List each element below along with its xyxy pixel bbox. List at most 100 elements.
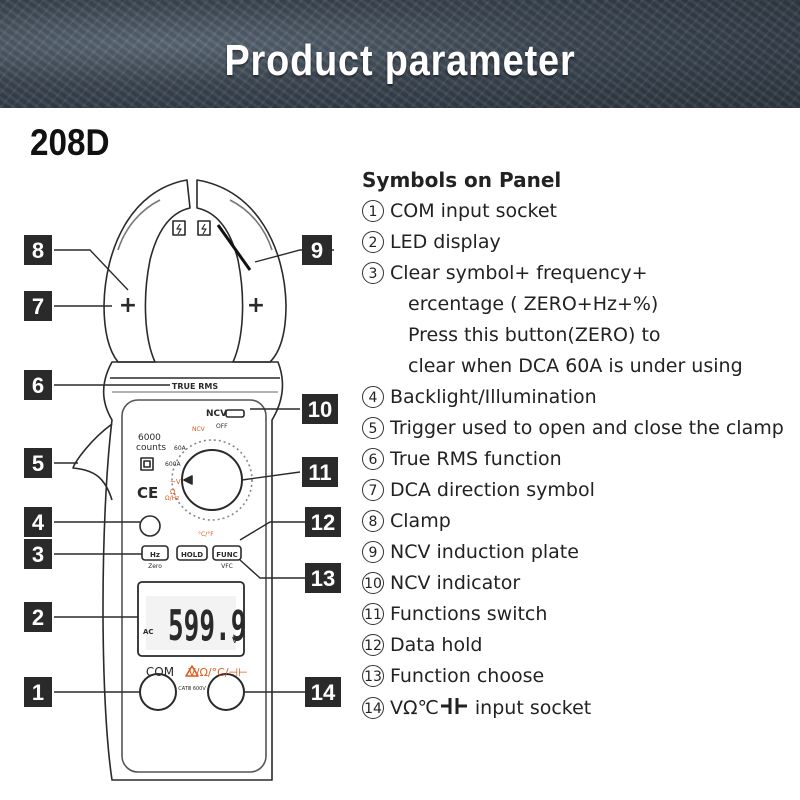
callout-2: 2: [24, 602, 52, 632]
legend-title: Symbols on Panel: [362, 168, 562, 192]
item-text: Backlight/Illumination: [390, 386, 597, 408]
callout-label: 6: [32, 373, 44, 398]
legend-item: 14 VΩ℃ input socket: [362, 696, 591, 719]
legend-item: 10 NCV indicator: [362, 572, 520, 594]
hz-button-label: Hz: [150, 551, 160, 559]
item-number: 8: [362, 510, 384, 532]
callout-12: 12: [305, 507, 341, 537]
banner-title: Product parameter: [224, 36, 576, 85]
item-text: VΩ℃: [390, 697, 439, 719]
callout-11: 11: [302, 457, 338, 487]
item-text: LED display: [390, 231, 501, 253]
item-number: 2: [362, 231, 384, 253]
item-suffix: input socket: [474, 697, 592, 719]
item-number: 10: [362, 572, 384, 594]
item-number: 6: [362, 448, 384, 470]
item-number: 1: [362, 200, 384, 222]
com-socket: [139, 673, 177, 711]
item-text: True RMS function: [390, 448, 562, 470]
com-label: COM: [146, 665, 174, 679]
item-text: Clamp: [390, 510, 451, 532]
backlight-button: [139, 515, 161, 537]
dca-plus-mark: +: [119, 293, 137, 318]
callout-label: 5: [32, 451, 44, 476]
cat-label: CATⅢ 600V: [178, 686, 206, 692]
trigger: [72, 423, 113, 501]
header-banner: Product parameter: [0, 0, 800, 108]
callout-label: 12: [311, 510, 335, 535]
legend-item: 2 LED display: [362, 231, 501, 253]
callout-label: 14: [311, 680, 336, 705]
dial-label-ohm: Ω: [170, 488, 176, 496]
legend-continuation: ercentage ( ZERO+Hz+%): [408, 293, 659, 315]
dial-label-off: OFF: [216, 423, 228, 430]
capacitor-icon: [440, 698, 467, 714]
counts-value: 6000: [138, 433, 161, 443]
callout-label: 11: [308, 460, 331, 485]
true-rms-label: TRUE RMS: [172, 382, 218, 391]
legend-item: 11 Functions switch: [362, 603, 547, 625]
callout-5: 5: [24, 448, 52, 478]
dial-label-60a: 60A: [174, 445, 187, 452]
callout-4: 4: [24, 507, 52, 537]
legend-item: 6 True RMS function: [362, 448, 562, 470]
callout-9: 9: [302, 235, 332, 265]
item-number: 9: [362, 541, 384, 563]
func-button-label: FUNC: [216, 551, 237, 559]
dial-label-v: ~V: [170, 478, 181, 486]
callout-14: 14: [305, 677, 341, 707]
dial-label-ncv: NCV: [192, 426, 206, 433]
hold-button: [176, 545, 208, 561]
callout-3: 3: [24, 539, 52, 569]
dial-label-temp: °C/°F: [198, 531, 214, 538]
callout-6: 6: [24, 370, 52, 400]
item-text: NCV induction plate: [390, 541, 579, 563]
item-number: 4: [362, 386, 384, 408]
counts-label: counts: [136, 443, 166, 453]
item-text: COM input socket: [390, 200, 558, 222]
callout-label: 9: [311, 238, 323, 263]
ncv-label: NCV: [206, 409, 227, 419]
display-reading: 599.9: [168, 603, 246, 651]
item-text: Trigger used to open and close the clamp: [390, 417, 784, 439]
legend-item: 3 Clear symbol+ frequency+: [362, 262, 648, 284]
item-number: 7: [362, 479, 384, 501]
display-ac: AC: [143, 628, 154, 636]
legend-item: 8 Clamp: [362, 510, 451, 532]
item-number: 13: [362, 665, 384, 687]
item-number: 11: [362, 603, 384, 625]
hz-zero-button: [141, 545, 169, 561]
callout-10: 10: [302, 394, 338, 424]
item-text: DCA direction symbol: [390, 479, 595, 501]
item-text: Clear symbol+ frequency+: [390, 262, 648, 284]
item-number: 3: [362, 262, 384, 284]
input-label: V/Ω/°C/⊣⊢: [188, 666, 247, 679]
callout-label: 7: [32, 294, 44, 319]
lcd-display: [137, 581, 245, 657]
item-number: 14: [362, 697, 384, 719]
item-number: 12: [362, 634, 384, 656]
item-text: Functions switch: [390, 603, 548, 625]
legend-item: 4 Backlight/Illumination: [362, 386, 597, 408]
callout-label: 3: [32, 542, 44, 567]
input-socket: [207, 673, 245, 711]
callout-label: 8: [32, 238, 44, 263]
hold-button-label: HOLD: [181, 551, 203, 559]
dial-label-600a: 600A: [165, 461, 181, 468]
item-text: Function choose: [390, 665, 545, 687]
legend-item: 1 COM input socket: [362, 200, 557, 222]
callout-label: 4: [32, 510, 45, 535]
ce-mark: CE: [137, 484, 158, 502]
callout-1: 1: [24, 677, 52, 707]
callout-13: 13: [305, 563, 341, 593]
item-text: NCV indicator: [390, 572, 521, 594]
legend-continuation: Press this button(ZERO) to: [408, 324, 661, 346]
dca-plus-mark: +: [247, 293, 265, 318]
vfc-label: VFC: [221, 563, 233, 570]
legend-item: 13 Function choose: [362, 665, 544, 687]
callout-label: 10: [308, 397, 332, 422]
func-button: [212, 545, 242, 561]
